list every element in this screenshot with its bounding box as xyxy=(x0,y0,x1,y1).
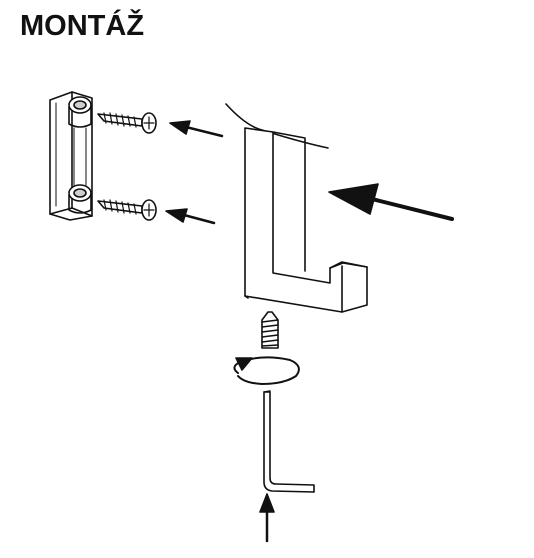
page-title: MONTÁŽ xyxy=(20,10,145,42)
arrow-icon xyxy=(169,120,224,138)
grub-screw xyxy=(261,311,279,349)
rotation-arrow-icon xyxy=(233,356,300,385)
wall-edge xyxy=(225,103,329,149)
arrow-icon xyxy=(165,208,216,225)
wood-screw xyxy=(97,112,157,134)
wood-screw xyxy=(97,199,157,221)
arrow-icon xyxy=(328,183,454,221)
mounting-clip xyxy=(49,91,93,221)
arrow-icon xyxy=(259,493,275,543)
allen-key xyxy=(263,390,315,493)
hook xyxy=(244,127,368,313)
